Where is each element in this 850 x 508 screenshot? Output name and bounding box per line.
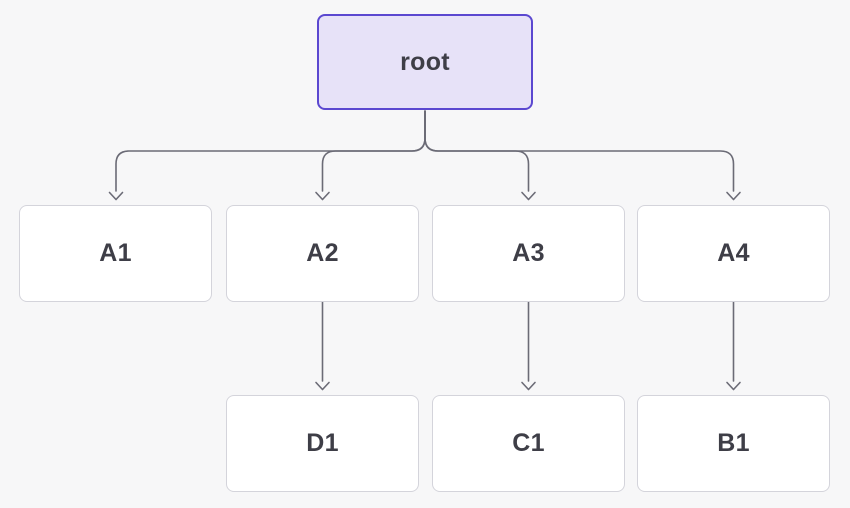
node-c1[interactable]: C1	[432, 395, 625, 492]
edge-root-a1	[108, 110, 426, 201]
edge-a4-b1	[726, 301, 741, 391]
node-a4[interactable]: A4	[637, 205, 830, 302]
node-a3-label: A3	[512, 239, 545, 267]
node-a2[interactable]: A2	[226, 205, 419, 302]
node-d1[interactable]: D1	[226, 395, 419, 492]
edge-root-a2	[315, 110, 426, 201]
edge-a2-d1	[315, 301, 330, 391]
edge-a3-c1	[521, 301, 536, 391]
node-a3[interactable]: A3	[432, 205, 625, 302]
edge-root-a4	[424, 110, 741, 201]
node-a1[interactable]: A1	[19, 205, 212, 302]
edge-root-a3	[424, 110, 536, 201]
node-root[interactable]: root	[317, 14, 533, 110]
node-a4-label: A4	[717, 239, 750, 267]
node-root-label: root	[400, 47, 450, 76]
node-b1-label: B1	[717, 429, 750, 457]
node-d1-label: D1	[306, 429, 339, 457]
node-c1-label: C1	[512, 429, 545, 457]
node-a2-label: A2	[306, 239, 339, 267]
node-b1[interactable]: B1	[637, 395, 830, 492]
node-a1-label: A1	[99, 239, 132, 267]
